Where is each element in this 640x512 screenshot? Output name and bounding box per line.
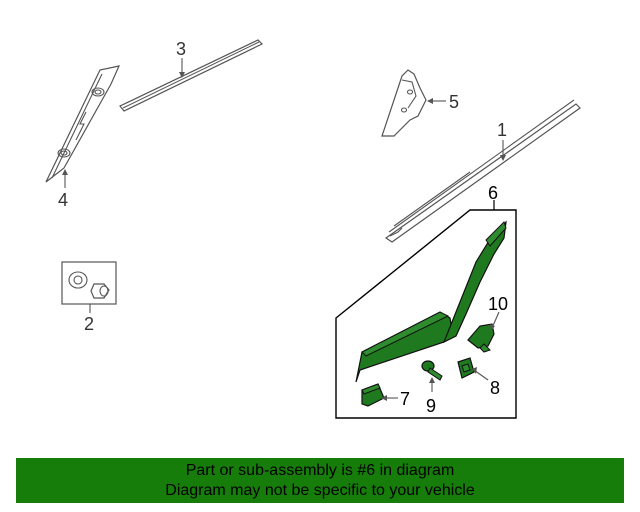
callout-8-label: 8	[490, 378, 500, 398]
part-9-screw[interactable]	[421, 360, 443, 381]
callout-4-label: 4	[58, 190, 68, 210]
part-6-door-molding[interactable]	[355, 220, 507, 383]
callout-9: 9	[426, 377, 436, 416]
notice-banner: Part or sub-assembly is #6 in diagram Di…	[16, 458, 624, 503]
part-7-retainer[interactable]	[361, 383, 385, 407]
callout-7-label: 7	[400, 389, 410, 409]
callout-3: 3	[176, 39, 186, 78]
callout-2: 2	[84, 304, 94, 334]
callout-10-label: 10	[488, 294, 508, 314]
callout-5-label: 5	[449, 92, 459, 112]
callout-7: 7	[381, 389, 410, 409]
part-8-nut-clip[interactable]	[457, 357, 475, 379]
notice-line-1: Part or sub-assembly is #6 in diagram	[185, 462, 455, 479]
notice-line-2: Diagram may not be specific to your vehi…	[165, 482, 475, 499]
callout-4: 4	[58, 169, 68, 210]
part-3-molding-strip[interactable]	[119, 39, 264, 112]
callout-1: 1	[497, 120, 507, 161]
callout-8: 8	[472, 367, 500, 398]
callout-3-label: 3	[176, 39, 186, 59]
part-4-pillar-trim[interactable]	[45, 65, 121, 183]
callout-9-label: 9	[426, 396, 436, 416]
callout-2-label: 2	[84, 314, 94, 334]
part-6-assembly-frame: 6	[335, 183, 517, 419]
callout-5: 5	[427, 92, 459, 112]
part-1-weatherstrip[interactable]	[384, 99, 581, 243]
part-10-clip[interactable]	[467, 323, 495, 353]
callout-6-label: 6	[488, 183, 498, 203]
callout-1-label: 1	[497, 120, 507, 140]
part-5-bracket[interactable]	[381, 69, 427, 137]
part-2-clip[interactable]	[61, 261, 117, 305]
callout-10: 10	[488, 294, 508, 331]
